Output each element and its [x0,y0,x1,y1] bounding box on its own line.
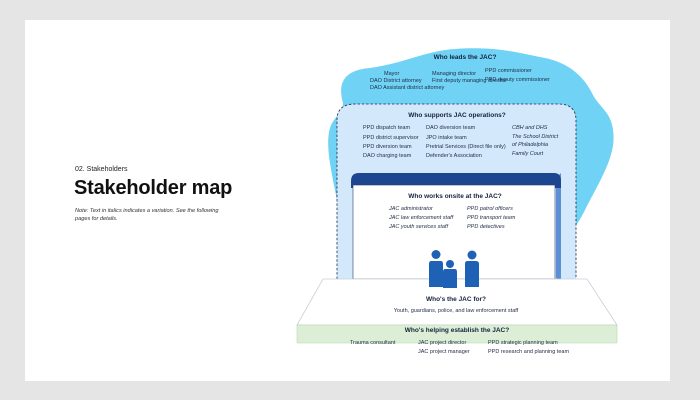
supports-item: PPD diversion team [363,144,412,150]
leads-item: PPD deputy commissioner [485,77,550,83]
leads-item: Managing director [432,71,477,77]
person-right-head [467,250,477,260]
person-right-body [465,261,479,287]
onsite-item: JAC administrator [389,206,433,212]
establish-item: PPD research and planning team [488,349,570,355]
supports-item: PPD district supervisor [363,135,419,141]
person-mid-head [446,260,454,268]
onsite-box [352,184,556,280]
people-icon [429,250,479,288]
onsite-item: PPD detectives [467,224,505,230]
for-body: Youth, guardians, police, and law enforc… [393,308,519,314]
establish-heading: Who's helping establish the JAC? [404,327,510,334]
supports-item: Pretrial Services (Direct file only) [426,144,506,150]
onsite-bar [351,173,561,188]
supports-item: CBH and DHS [512,125,548,131]
establish-item: PPD strategic planning team [488,340,558,346]
onsite-item: PPD transport team [467,215,516,221]
supports-item: JPO intake team [426,135,467,141]
supports-item: The School District of Philadelphia [512,134,559,148]
leads-item: DAO District attorney [370,78,422,84]
onsite-wall-right [556,173,561,282]
supports-item: Family Court [512,151,544,157]
for-heading: Who's the JAC for? [425,296,487,303]
establish-item: Trauma consultant [350,340,396,346]
person-mid-body [443,269,457,288]
person-left-body [429,261,443,287]
italics-note: Note: Text in italics indicates a variat… [75,208,219,222]
supports-item: Defender's Association [426,153,482,159]
leads-item: Mayor [384,71,400,77]
establish-item: JAC project director [418,340,467,346]
slide: 02. Stakeholders Stakeholder map Note: T… [25,20,670,381]
person-left-head [431,250,441,259]
supports-heading: Who supports JAC operations? [408,112,506,119]
supports-item: DAO diversion team [426,125,476,131]
section-kicker: 02. Stakeholders [75,166,128,173]
supports-item: PPD dispatch team [363,125,411,131]
leads-heading: Who leads the JAC? [433,54,497,61]
onsite-item: JAC youth services staff [389,224,448,230]
establish-band [296,324,618,344]
onsite-heading: Who works onsite at the JAC? [408,193,502,200]
supports-item: DAO charging team [363,153,412,159]
leads-item: PPD commissioner [485,68,532,74]
leads-item: DAO Assistant district attorney [370,85,445,91]
leads-item: First deputy managing director [432,78,507,84]
stakeholder-diagram [296,48,618,344]
onsite-item: PPD patrol officers [467,206,513,212]
establish-item: JAC project manager [418,349,470,355]
onsite-item: JAC law enforcement staff [389,215,454,221]
page-title: Stakeholder map [74,177,233,199]
for-floor [296,278,618,326]
